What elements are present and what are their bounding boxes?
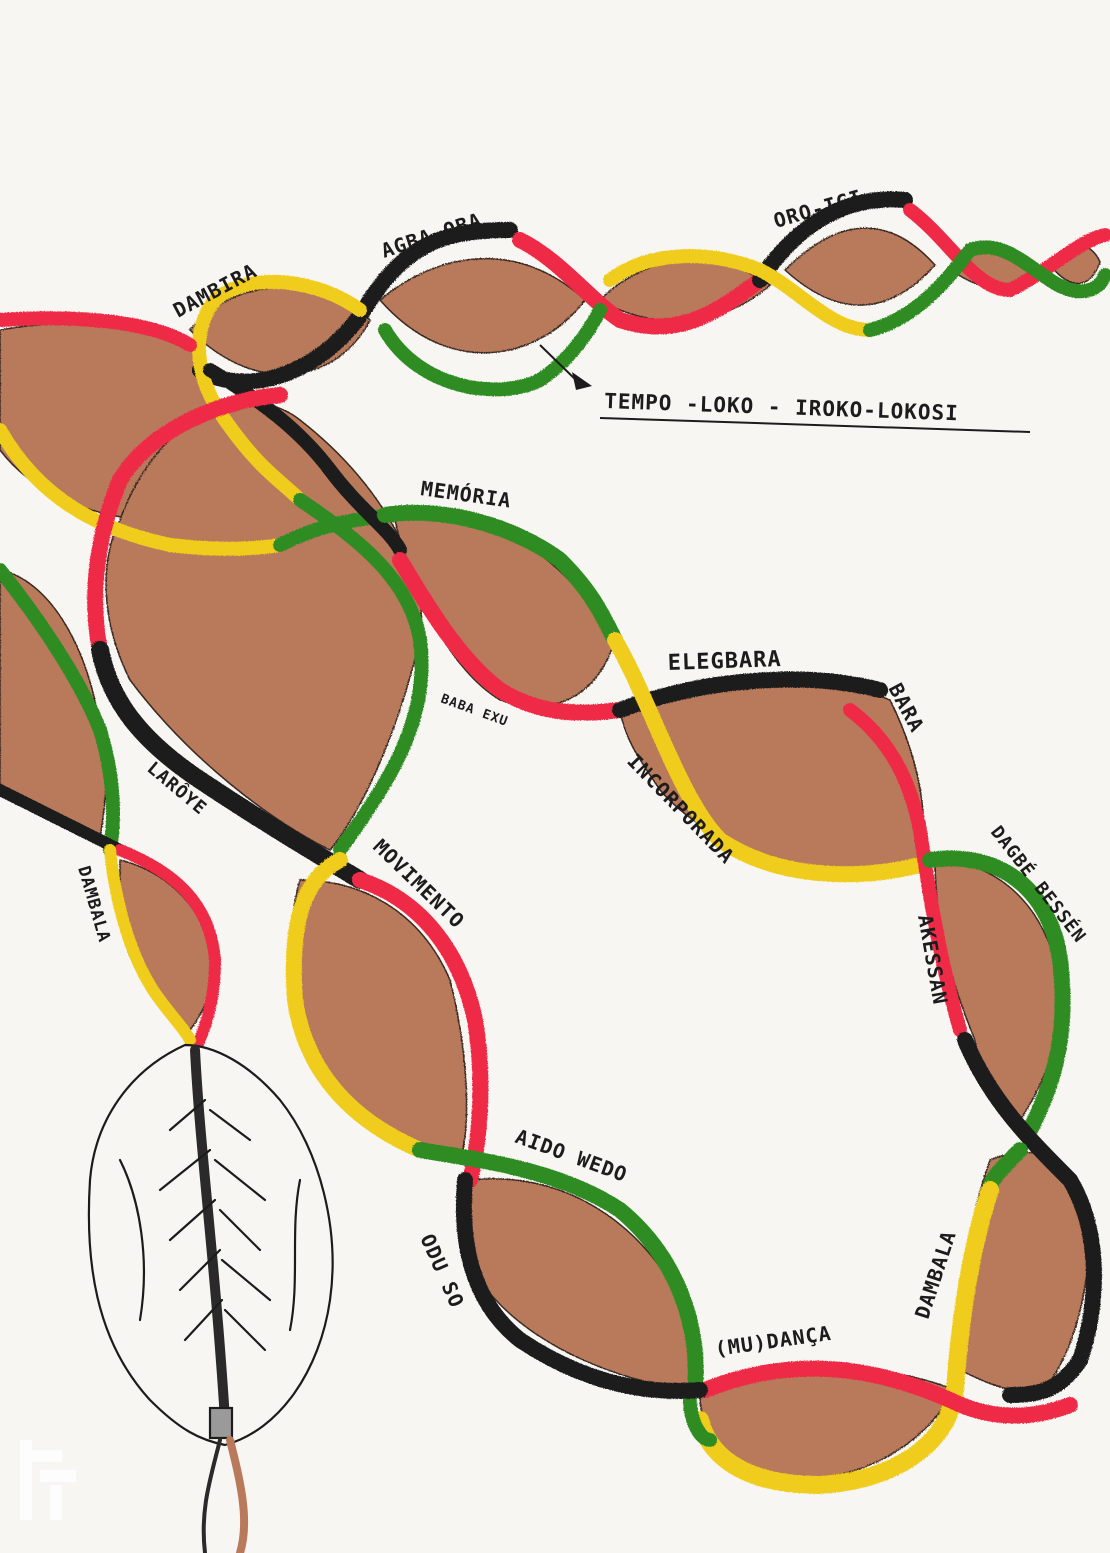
label-elegbara: ELEGBARA: [667, 647, 782, 676]
body-segment: [466, 1179, 697, 1390]
label-dambala-right: DAMBALA: [910, 1227, 961, 1321]
body-segment: [620, 675, 924, 872]
label-agba-oba: AGBA OBA: [378, 208, 485, 263]
body-segment: [292, 880, 467, 1160]
cowrie-seed-icon: [89, 1045, 333, 1553]
watermark-icon: [20, 1440, 76, 1520]
label-mudanca: (MU)DANÇA: [713, 1321, 833, 1361]
